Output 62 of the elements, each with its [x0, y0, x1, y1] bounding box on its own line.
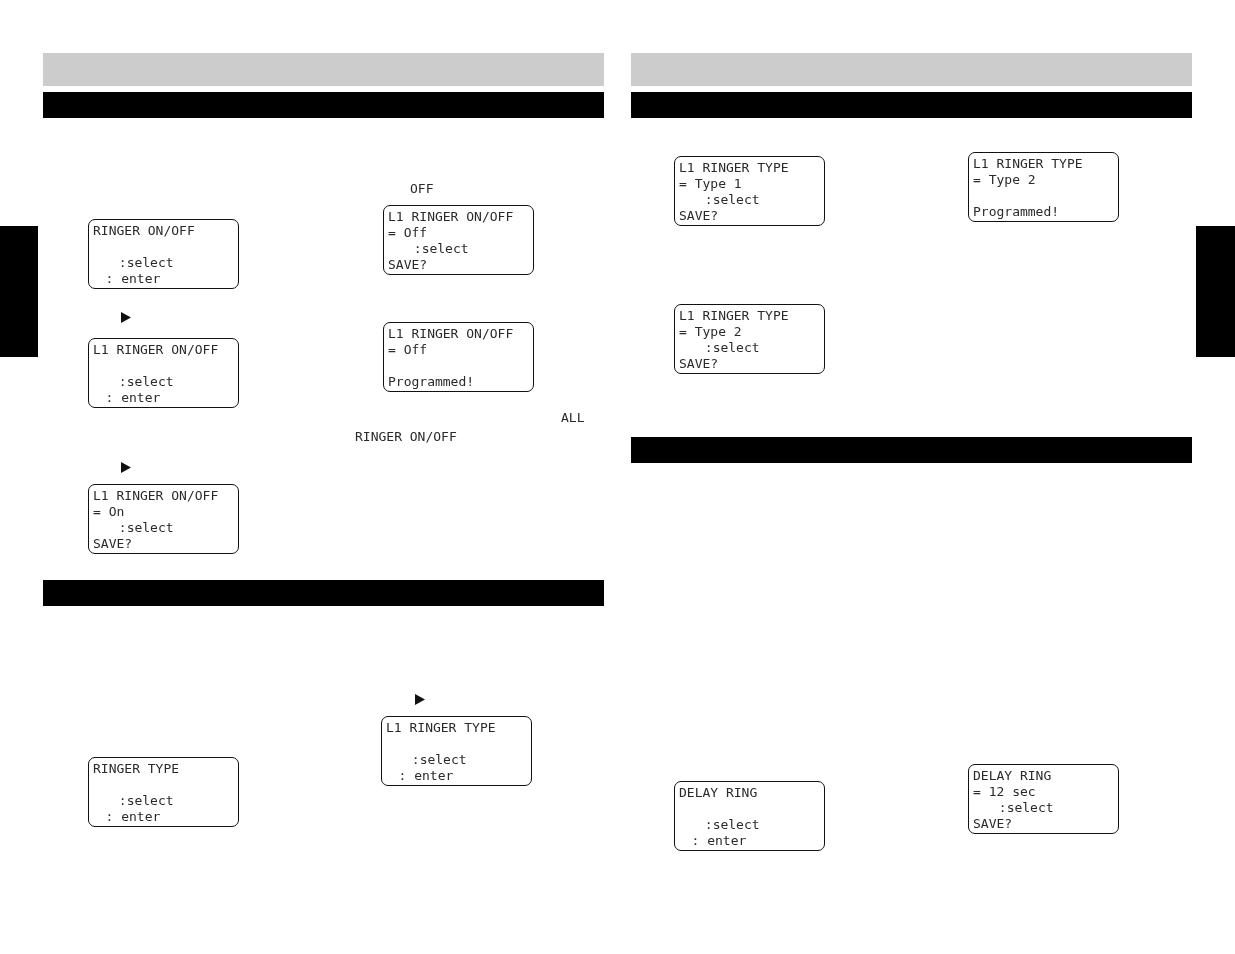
display-line: :select [118, 793, 174, 809]
section-bar [43, 92, 604, 118]
display-line: : enter [398, 768, 454, 784]
menu-term: RINGER ON/OFF [355, 429, 457, 445]
display-line: SAVE? [93, 536, 133, 552]
display-line: SAVE? [388, 257, 428, 273]
lcd-display [88, 219, 239, 289]
display-line: L1 RINGER ON/OFF [93, 342, 219, 358]
section-bar [631, 437, 1192, 463]
display-line: = 12 sec [973, 784, 1036, 800]
display-line: = Off [388, 342, 428, 358]
display-line: : enter [105, 809, 161, 825]
display-line: RINGER ON/OFF [93, 223, 195, 239]
lcd-display [968, 764, 1119, 834]
display-line: = Type 2 [679, 324, 742, 340]
display-line: Programmed! [973, 204, 1060, 220]
display-line: :select [998, 800, 1054, 816]
lcd-display [383, 205, 534, 275]
display-line: L1 RINGER TYPE [386, 720, 496, 736]
lcd-display [383, 322, 534, 392]
display-line: Programmed! [388, 374, 475, 390]
display-line: = On [93, 504, 125, 520]
display-line: :select [704, 192, 760, 208]
display-line: = Off [388, 225, 428, 241]
display-line: SAVE? [679, 208, 719, 224]
lcd-display [674, 304, 825, 374]
display-line: :select [413, 241, 469, 257]
display-line: L1 RINGER TYPE [679, 308, 789, 324]
display-line: = Type 2 [973, 172, 1036, 188]
section-bar [631, 92, 1192, 118]
lcd-display [88, 338, 239, 408]
display-line: : enter [105, 271, 161, 287]
lcd-display [381, 716, 532, 786]
display-line: : enter [691, 833, 747, 849]
section-bar [43, 580, 604, 606]
lcd-display [88, 757, 239, 827]
display-line: :select [118, 374, 174, 390]
display-line: SAVE? [679, 356, 719, 372]
lcd-display [88, 484, 239, 554]
display-line: L1 RINGER TYPE [973, 156, 1083, 172]
lcd-display [674, 781, 825, 851]
display-line: L1 RINGER TYPE [679, 160, 789, 176]
display-line: :select [411, 752, 467, 768]
side-tab [0, 226, 38, 357]
display-line: : enter [105, 390, 161, 406]
display-line: :select [118, 255, 174, 271]
side-tab [1196, 226, 1235, 357]
display-line: RINGER TYPE [93, 761, 180, 777]
display-line: :select [704, 340, 760, 356]
display-line: L1 RINGER ON/OFF [388, 326, 514, 342]
menu-term: ALL [561, 410, 585, 426]
display-line: :select [704, 817, 760, 833]
display-line: DELAY RING [973, 768, 1052, 784]
display-line: SAVE? [973, 816, 1013, 832]
menu-term: OFF [410, 181, 434, 197]
display-line: = Type 1 [679, 176, 742, 192]
lcd-display [674, 156, 825, 226]
lcd-display [968, 152, 1119, 222]
display-line: L1 RINGER ON/OFF [388, 209, 514, 225]
display-line: DELAY RING [679, 785, 758, 801]
display-line: :select [118, 520, 174, 536]
display-line: L1 RINGER ON/OFF [93, 488, 219, 504]
